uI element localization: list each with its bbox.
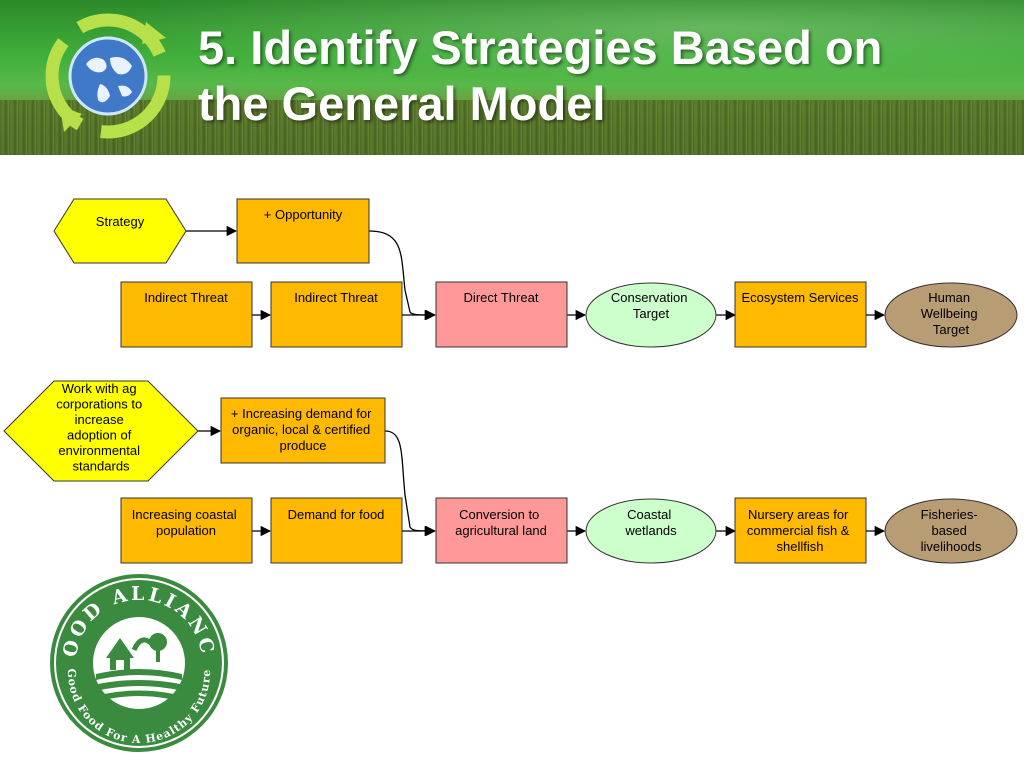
example-strategy-label: Work with ag bbox=[62, 381, 137, 396]
svg-text:Direct Threat: Direct Threat bbox=[464, 290, 539, 305]
example-opportunity-label: organic, local & certified bbox=[232, 422, 370, 437]
svg-text:Increasing coastal populat: Increasing coastal population bbox=[132, 507, 240, 538]
model-strategy-node bbox=[53, 198, 187, 264]
model-conservation-target-label: Target bbox=[633, 306, 670, 321]
svg-text:Fisheries- based livel: Fisheries- based livelihoods bbox=[921, 507, 982, 554]
example-human-wellbeing-node bbox=[884, 498, 1018, 564]
svg-text:Coastal wetlands: Coastal wetlands bbox=[624, 507, 677, 538]
model-ecosystem-services-label: Ecosystem Services bbox=[741, 290, 859, 305]
example-strategy-label: adoption of bbox=[67, 428, 132, 443]
model-direct-threat-node bbox=[435, 281, 568, 348]
model-indirect-threat-label: Indirect Threat bbox=[294, 290, 378, 305]
example-conservation-target-node bbox=[585, 498, 717, 564]
model-conservation-target-label: Conservation bbox=[611, 290, 688, 305]
example-strategy-label: standards bbox=[72, 459, 130, 474]
example-human-wellbeing-label: based bbox=[931, 523, 966, 538]
example-conservation-target-label: Coastal bbox=[627, 507, 671, 522]
svg-text:Indirect Threat: Indirect Threat bbox=[294, 290, 378, 305]
example-strategy-label: increase bbox=[75, 412, 124, 427]
example-indirect-threat-label: Demand for food bbox=[288, 507, 385, 522]
example-human-wellbeing-label: Fisheries- bbox=[921, 507, 978, 522]
example-opportunity-label: + Increasing demand for bbox=[231, 406, 372, 421]
banner-grass bbox=[0, 100, 1024, 155]
model-indirect-threat-node bbox=[270, 281, 403, 348]
model-human-wellbeing-label: Wellbeing bbox=[921, 306, 978, 321]
example-direct-threat-label: agricultural land bbox=[455, 523, 547, 538]
svg-text:Conversion to agricultural: Conversion to agricultural land bbox=[455, 507, 547, 538]
model-human-wellbeing-node bbox=[884, 282, 1018, 348]
example-human-wellbeing-label: livelihoods bbox=[921, 539, 982, 554]
example-ecosystem-services-label: commercial fish & bbox=[747, 523, 850, 538]
svg-text:Nursery areas for commerci: Nursery areas for commercial fish & shel… bbox=[747, 507, 853, 554]
svg-text:Ecosystem Services: Ecosystem Services bbox=[741, 290, 859, 305]
svg-text:+ Opportunity: + Opportunity bbox=[264, 207, 343, 222]
svg-text:Strategy: Strategy bbox=[96, 214, 145, 229]
example-strategy-label: environmental bbox=[58, 443, 140, 458]
svg-text:Demand for food: Demand for food bbox=[288, 507, 385, 522]
example-strategy-label: corporations to bbox=[56, 397, 142, 412]
example-opportunity-node bbox=[220, 397, 386, 464]
connectors-example bbox=[198, 425, 886, 537]
svg-text:Work with ag corporations: Work with ag corporations to increase ad… bbox=[56, 381, 146, 474]
svg-text:Human Wellbeing Target: Human Wellbeing Target bbox=[921, 290, 981, 337]
svg-text:Indirect Threat: Indirect Threat bbox=[144, 290, 228, 305]
example-conservation-target-label: wetlands bbox=[624, 523, 677, 538]
model-indirect-threat-label: Indirect Threat bbox=[144, 290, 228, 305]
model-human-wellbeing-label: Target bbox=[933, 322, 970, 337]
example-direct-threat-label: Conversion to bbox=[459, 507, 539, 522]
globe-recycle-icon bbox=[45, 13, 171, 139]
model-opportunity-node bbox=[236, 198, 370, 264]
slide-title-line: 5. Identify Strategies Based on bbox=[198, 21, 883, 74]
example-ecosystem-services-node bbox=[734, 497, 867, 564]
model-ecosystem-services-node bbox=[734, 281, 867, 348]
farm-scene bbox=[96, 633, 182, 699]
example-indirect-threat-node bbox=[120, 497, 253, 564]
model-opportunity-label: + Opportunity bbox=[264, 207, 343, 222]
example-indirect-threat-label: Increasing coastal bbox=[132, 507, 237, 522]
slide-title: 5. Identify Strategies Based on the Gene… bbox=[198, 20, 998, 132]
example-ecosystem-services-label: Nursery areas for bbox=[748, 507, 849, 522]
model-indirect-threat-node bbox=[120, 281, 253, 348]
example-direct-threat-node bbox=[435, 497, 568, 564]
banner-sky bbox=[0, 0, 1024, 90]
header-banner: 5. Identify Strategies Based on the Gene… bbox=[0, 0, 1024, 155]
example-indirect-threat-node bbox=[270, 497, 403, 564]
svg-text:Conservation Target: Conservation Target bbox=[611, 290, 691, 321]
model-human-wellbeing-label: Human bbox=[928, 290, 970, 305]
example-ecosystem-services-label: shellfish bbox=[777, 539, 824, 554]
connectors-general-model bbox=[186, 225, 886, 321]
example-strategy-node bbox=[3, 380, 199, 482]
model-direct-threat-label: Direct Threat bbox=[464, 290, 539, 305]
example-opportunity-label: produce bbox=[280, 438, 327, 453]
slide-title-line: the General Model bbox=[198, 77, 606, 130]
model-conservation-target-node bbox=[585, 282, 717, 348]
svg-text:+ Increasing demand for or: + Increasing demand for organic, local &… bbox=[231, 406, 375, 453]
example-indirect-threat-label: population bbox=[156, 523, 216, 538]
model-strategy-label: Strategy bbox=[96, 214, 145, 229]
food-alliance-logo: FOOD ALLIANCE Good Food For A Healthy Fu… bbox=[48, 572, 228, 752]
